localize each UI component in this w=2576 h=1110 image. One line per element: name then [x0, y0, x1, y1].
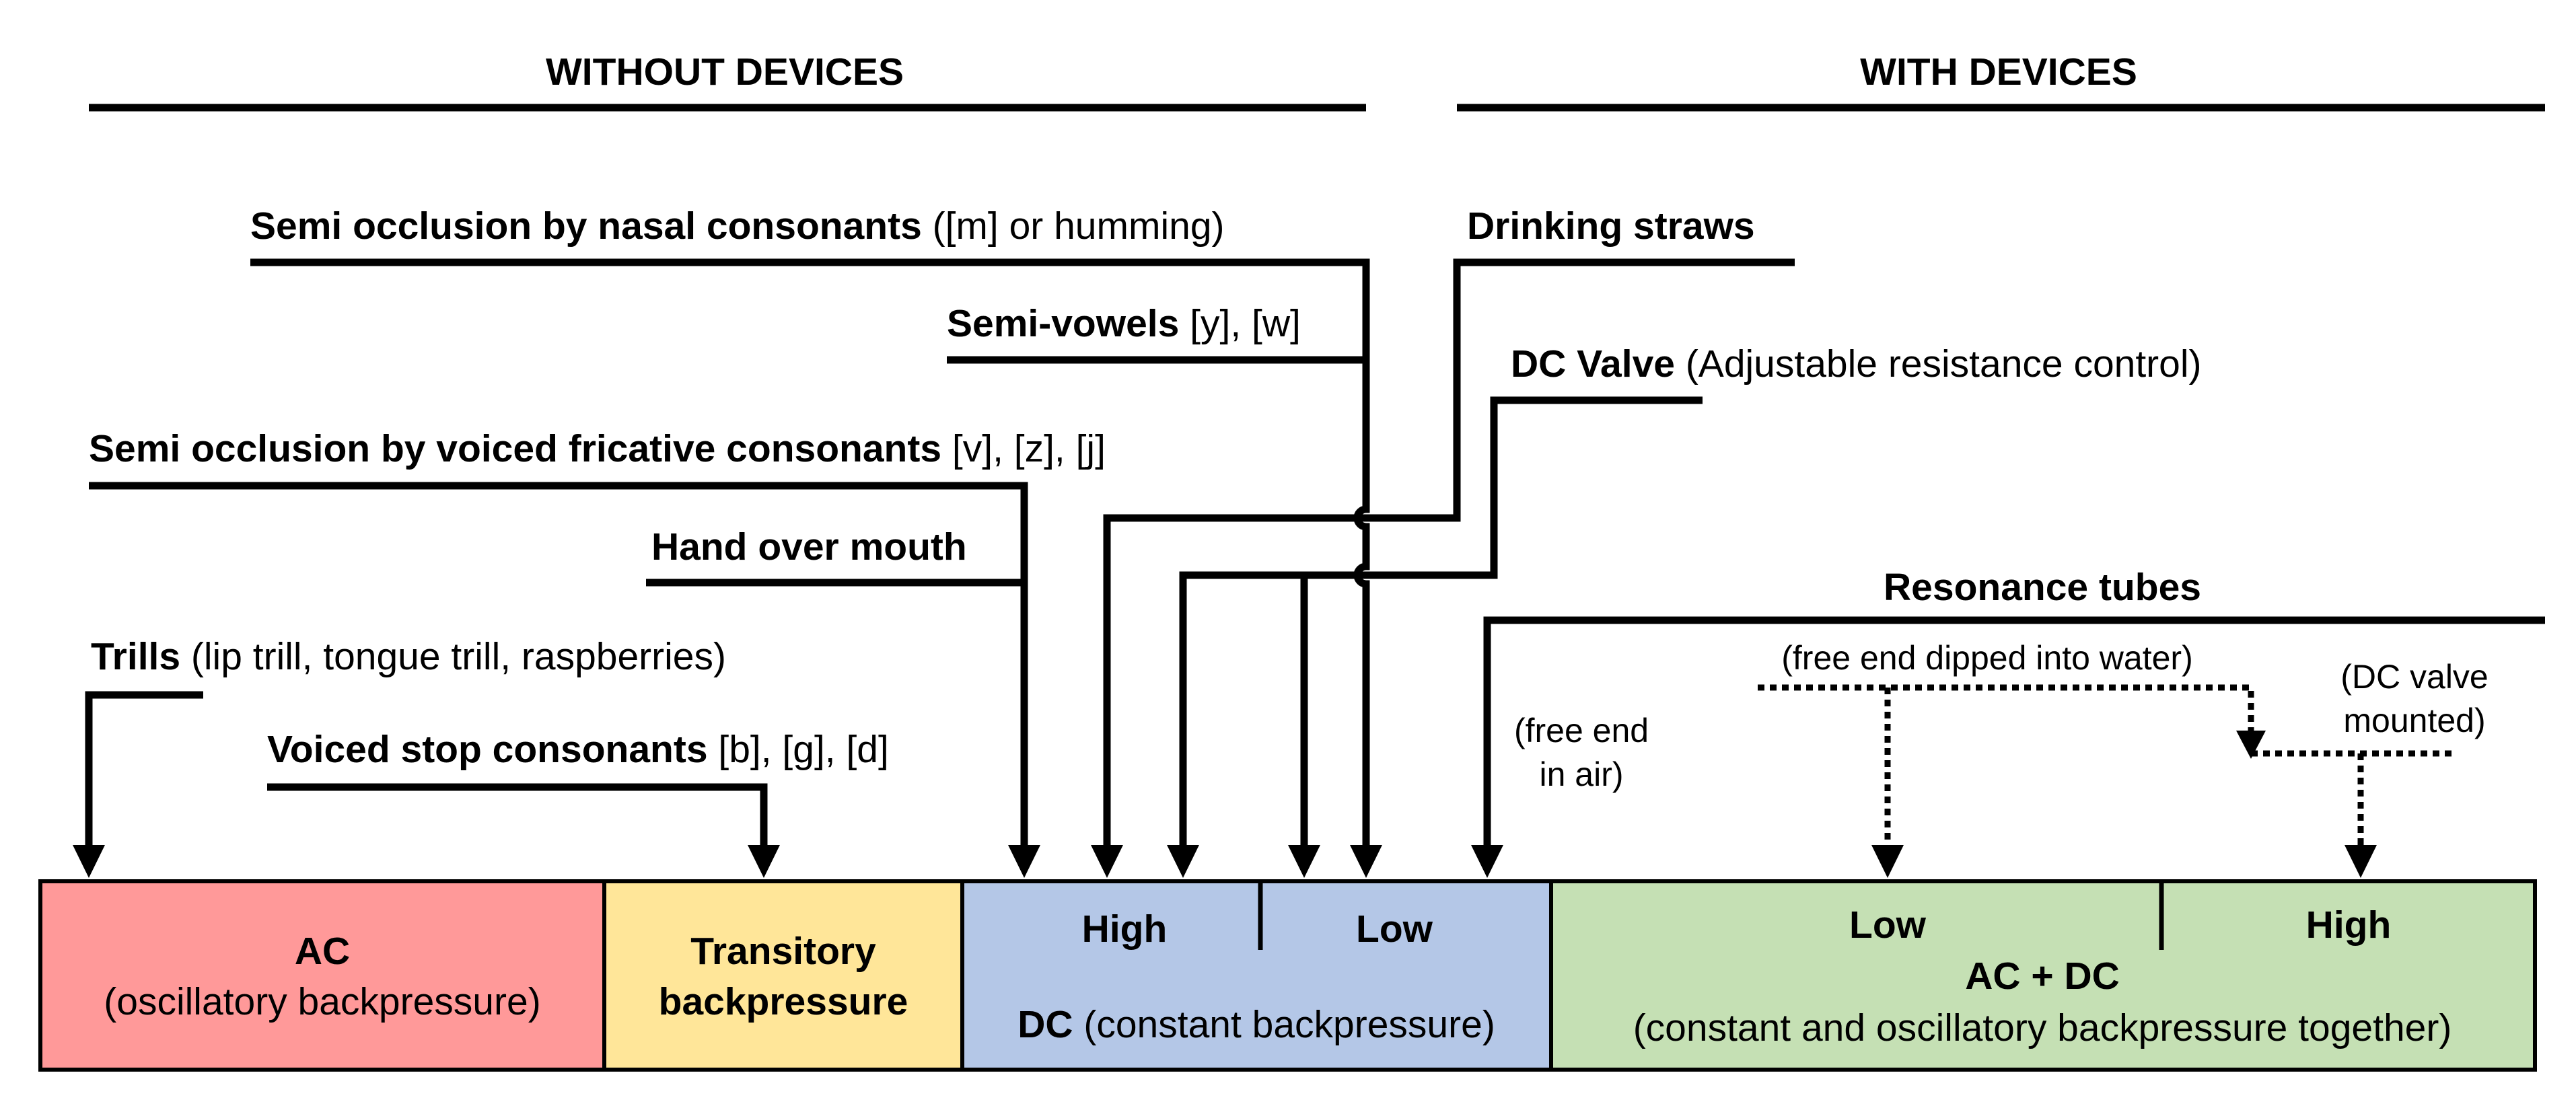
voiced-fricative-arrowhead [1008, 845, 1040, 878]
acdc-high-label: High [2306, 903, 2392, 947]
with-devices-title: WITH DEVICES [1860, 50, 2137, 94]
hand-over-mouth-label: Hand over mouth [651, 525, 967, 568]
semi-vowels-connector: Semi-vowels [y], [w] [947, 302, 1366, 364]
nasal-consonants-connector: Semi occlusion by nasal consonants ([m] … [250, 205, 1382, 878]
trills-arrowhead [73, 845, 105, 878]
ac-box [38, 879, 606, 1072]
dc-caption: DC (constant backpressure) [1017, 1003, 1495, 1046]
dc-valve-low-arrowhead [1288, 845, 1320, 878]
hand-over-mouth-connector: Hand over mouth [646, 525, 1024, 587]
trills-bold: Trills [91, 635, 180, 678]
drinking-straws-connector: Drinking straws [1091, 205, 1795, 878]
drinking-straws-leader [1103, 258, 1795, 846]
nasal-consonants-label: Semi occlusion by nasal consonants ([m] … [250, 205, 1225, 248]
nasal-consonants-note: ([m] or humming) [922, 205, 1225, 248]
nasal-consonants-leader [250, 258, 1370, 846]
dc-mounted-small-arrowhead [2236, 731, 2266, 759]
dc-box [960, 879, 1553, 1072]
dc-low-label: Low [1356, 908, 1433, 951]
drinking-straws-label: Drinking straws [1467, 205, 1755, 248]
without-devices-header: WITHOUT DEVICES [89, 50, 1366, 112]
acdc-low-label: Low [1849, 903, 1927, 947]
category-boxes: AC (oscillatory backpressure) Transitory… [38, 879, 2537, 1072]
semi-vowels-note: [y], [w] [1179, 302, 1301, 345]
voiced-fricative-connector: Semi occlusion by voiced fricative conso… [89, 427, 1106, 878]
with-devices-header: WITH DEVICES [1457, 50, 2545, 112]
dc-valve-note: (Adjustable resistance control) [1675, 342, 2202, 385]
free-end-water-label: (free end dipped into water) [1781, 639, 2192, 677]
dc-title: DC [1017, 1003, 1073, 1046]
voiced-fricative-note: [v], [z], [j] [941, 427, 1106, 470]
resonance-tubes-label: Resonance tubes [1884, 566, 2201, 609]
dc-valve-leader [1179, 396, 1703, 846]
dc-mounted-line2: mounted) [2343, 702, 2485, 739]
without-devices-title: WITHOUT DEVICES [546, 50, 904, 94]
acdc-title: AC + DC [1965, 955, 2120, 998]
dc-mounted-high-arrowhead [2345, 845, 2377, 878]
trills-connector: Trills (lip trill, tongue trill, raspber… [73, 635, 726, 878]
transitory-line1: Transitory [690, 930, 876, 973]
acdc-box [1549, 879, 2537, 1072]
dc-mounted-line1: (DC valve [2340, 658, 2488, 696]
semi-vowels-bold: Semi-vowels [947, 302, 1179, 345]
acdc-subtitle: (constant and oscillatory backpressure t… [1633, 1006, 2452, 1049]
semi-vowels-label: Semi-vowels [y], [w] [947, 302, 1301, 345]
voiced-stop-label: Voiced stop consonants [b], [g], [d] [267, 728, 889, 771]
voiced-stop-bold: Voiced stop consonants [267, 728, 708, 771]
resonance-tubes-air-arrowhead [1471, 845, 1503, 878]
resonance-tubes-connector: Resonance tubes (free end in air) (free … [1471, 566, 2545, 878]
dc-high-label: High [1082, 908, 1168, 951]
nasal-consonants-arrowhead [1350, 845, 1382, 878]
resonance-tubes-leader [1483, 616, 2545, 846]
dc-subtitle: (constant backpressure) [1073, 1003, 1495, 1046]
trills-note: (lip trill, tongue trill, raspberries) [180, 635, 726, 678]
voiced-stop-note: [b], [g], [d] [708, 728, 889, 771]
trills-label: Trills (lip trill, tongue trill, raspber… [91, 635, 726, 678]
free-end-air-line1: (free end [1514, 712, 1649, 749]
water-low-arrowhead [1871, 845, 1904, 878]
trills-leader [85, 691, 203, 846]
transitory-box [602, 879, 964, 1072]
voiced-fricative-leader [89, 482, 1028, 846]
voiced-fricative-label: Semi occlusion by voiced fricative conso… [89, 427, 1106, 470]
dc-valve-label: DC Valve (Adjustable resistance control) [1511, 342, 2202, 385]
voiced-fricative-bold: Semi occlusion by voiced fricative conso… [89, 427, 941, 470]
free-end-air-line2: in air) [1539, 755, 1623, 793]
ac-subtitle: (oscillatory backpressure) [104, 980, 540, 1023]
dc-valve-bold: DC Valve [1511, 342, 1675, 385]
voiced-stop-connector: Voiced stop consonants [b], [g], [d] [267, 728, 889, 878]
nasal-consonants-bold: Semi occlusion by nasal consonants [250, 205, 922, 248]
ac-title: AC [295, 930, 350, 973]
voiced-stop-leader [267, 783, 768, 846]
drinking-straws-arrowhead [1091, 845, 1123, 878]
free-end-water-dotted-leader [1758, 684, 2254, 732]
dc-valve-high-arrowhead [1167, 845, 1199, 878]
transitory-line2: backpressure [659, 980, 908, 1023]
dc-valve-connector: DC Valve (Adjustable resistance control) [1167, 342, 2202, 878]
voiced-stop-arrowhead [748, 845, 780, 878]
